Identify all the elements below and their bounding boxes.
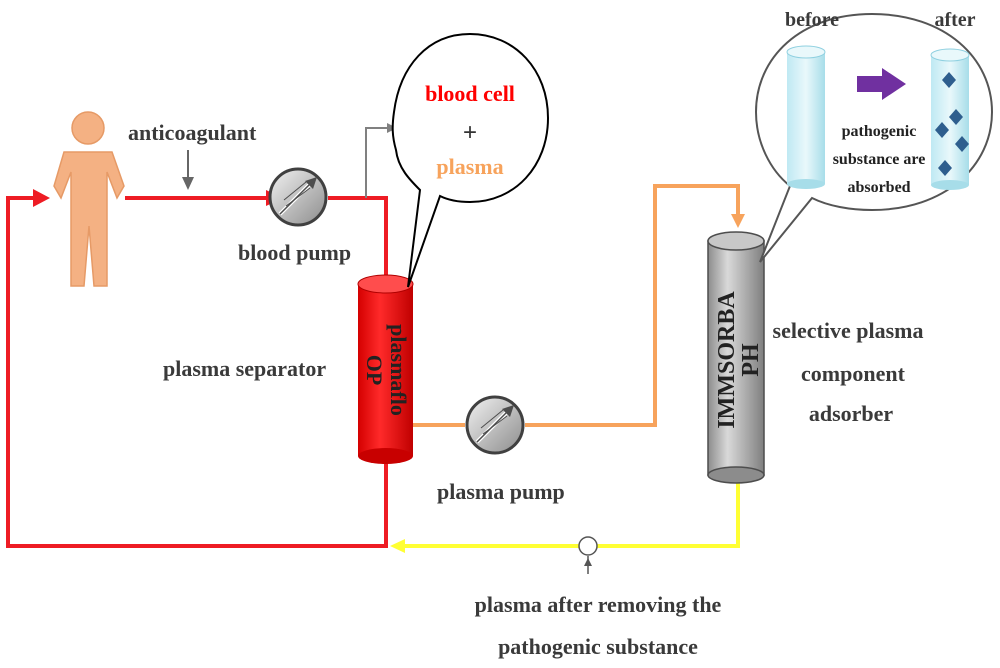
purple-arrow-icon [857, 68, 906, 100]
bubble-text-1: pathogenic [842, 123, 917, 140]
clean-plasma-line [390, 478, 740, 553]
particle-icon [938, 160, 952, 176]
column-label-2: PH [738, 343, 764, 377]
bubble-blood-cell: blood cell [425, 81, 515, 106]
bubble-text-3: absorbed [847, 179, 910, 196]
particle-icon [935, 122, 949, 138]
blood-plasma-bubble: blood cell + plasma [391, 32, 550, 288]
valve-icon [578, 536, 598, 574]
separator-label-1: plasmaflo [386, 324, 411, 416]
plasma-pump-label: plasma pump [437, 479, 565, 504]
adsorber-label-2: component [801, 361, 906, 386]
plasma-separator-label: plasma separator [163, 356, 326, 381]
after-tube [930, 48, 970, 190]
adsorber-label-1: selective plasma [773, 318, 924, 343]
plasma-separator-cylinder: plasmaflo OP [357, 274, 414, 464]
particle-icon [955, 136, 969, 152]
before-label: before [785, 9, 839, 31]
plasma-pump-icon [465, 395, 525, 455]
separator-label-2: OP [362, 355, 387, 386]
adsorber-column: IMMSORBA PH [707, 231, 765, 484]
plasma-after-label-2: pathogenic substance [498, 634, 698, 659]
blood-pump-label: blood pump [238, 240, 351, 265]
before-tube [786, 45, 826, 189]
blood-pump-icon [268, 167, 328, 227]
after-label: after [934, 9, 975, 31]
anticoagulant-label: anticoagulant [128, 120, 257, 145]
particle-icon [942, 72, 956, 88]
particle-icon [949, 109, 963, 125]
bubble-plus: + [463, 119, 477, 146]
adsorption-bubble: before after pathogenic substance are ab… [754, 9, 994, 263]
adsorber-label-3: adsorber [809, 401, 894, 426]
plasma-line [413, 184, 745, 427]
anticoagulant-arrow [182, 150, 194, 190]
bubble-text-2: substance are [833, 151, 926, 168]
bubble-plasma: plasma [436, 154, 503, 179]
column-label-1: IMMSORBA [714, 291, 740, 429]
plasma-after-label-1: plasma after removing the [475, 592, 722, 617]
patient-icon [53, 111, 125, 287]
